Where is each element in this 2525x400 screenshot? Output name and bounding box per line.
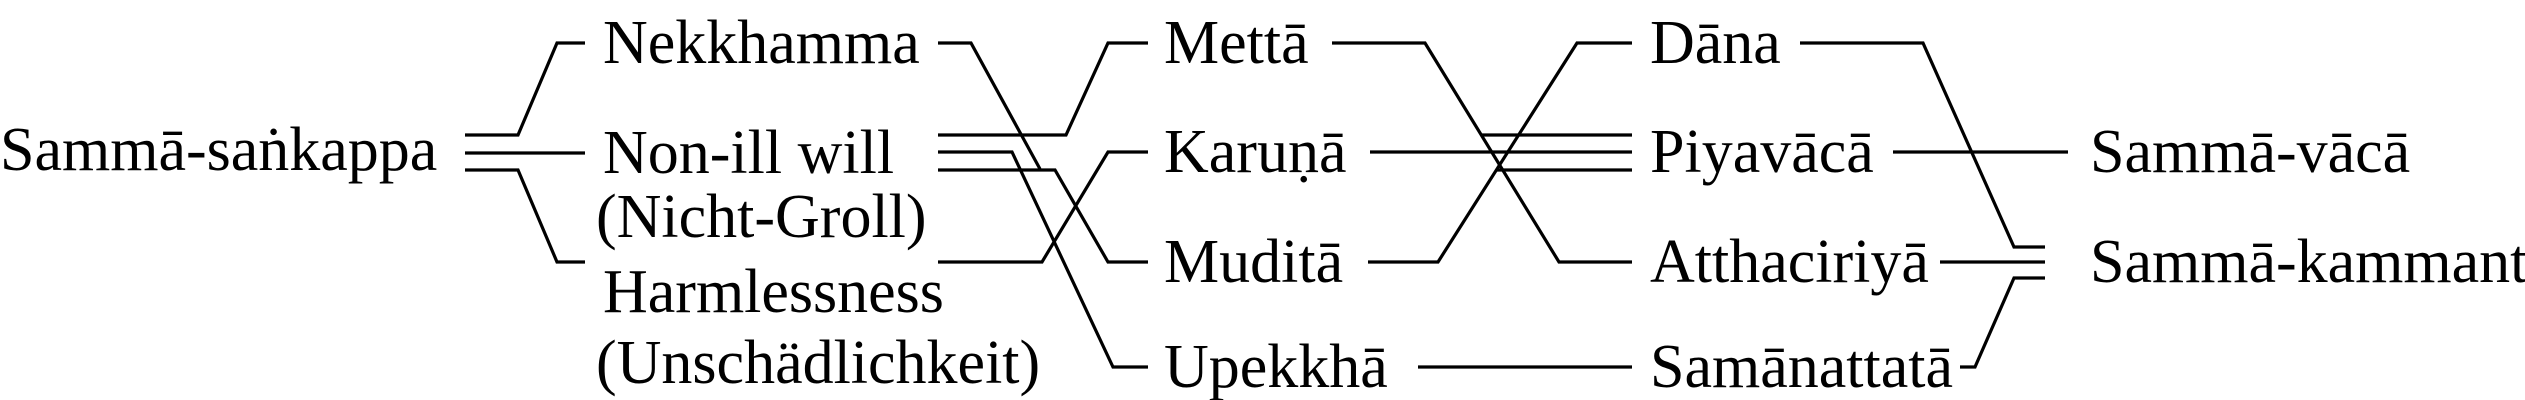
connector-non-ill-will-upekkha	[938, 150, 1148, 369]
node-samanattata: Samānattatā	[1650, 333, 1953, 400]
node-karuna: Karuṇā	[1164, 118, 1346, 186]
node-atthacariya: Atthaciriyā	[1650, 228, 1929, 296]
connector-dana-samma-kammanta	[1800, 41, 2045, 249]
connector-mudita-dana	[1368, 41, 1632, 264]
connector-non-ill-will-mudita	[938, 168, 1148, 264]
connector-samanattata-samma-kammanta	[1960, 276, 2045, 369]
node-samma-vaca: Sammā-vācā	[2090, 118, 2410, 186]
node-non-ill-will-german: (Nicht-Groll)	[596, 183, 927, 251]
connector-root-harmlessness	[465, 168, 585, 264]
node-harmlessness: Harmlessness	[603, 258, 944, 326]
node-samma-sankappa: Sammā-saṅkappa	[0, 116, 437, 184]
connector-non-ill-will-metta	[938, 41, 1148, 137]
node-dana: Dāna	[1650, 9, 1781, 77]
node-nekkhamma: Nekkhamma	[603, 9, 920, 77]
node-samma-kammanta: Sammā-kammanta	[2090, 228, 2525, 296]
connector-harmlessness-karuna	[938, 150, 1148, 264]
connector-nekkhamma-mudita	[938, 41, 1042, 170]
node-mudita: Muditā	[1164, 228, 1343, 296]
node-piyavaca: Piyavācā	[1650, 118, 1874, 186]
node-non-ill-will: Non-ill will	[603, 119, 894, 187]
connector-root-nekkhamma	[465, 41, 585, 137]
node-metta: Mettā	[1164, 9, 1309, 77]
node-upekkha: Upekkhā	[1164, 333, 1388, 400]
node-harmlessness-german: (Unschädlichkeit)	[596, 329, 1040, 397]
